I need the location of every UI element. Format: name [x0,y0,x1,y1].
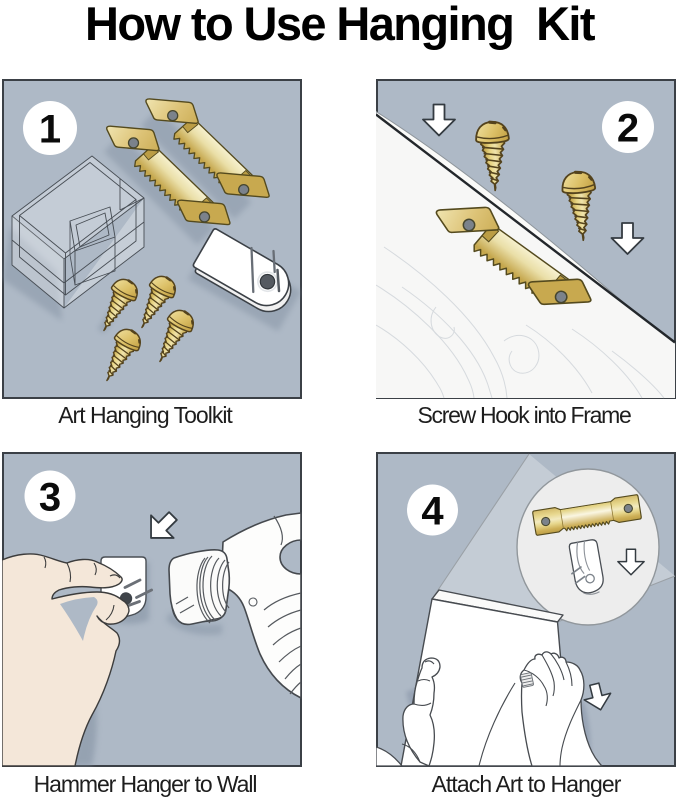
svg-text:4: 4 [421,490,444,534]
svg-text:2: 2 [617,107,639,151]
svg-text:1: 1 [39,108,61,152]
svg-text:3: 3 [39,476,61,520]
